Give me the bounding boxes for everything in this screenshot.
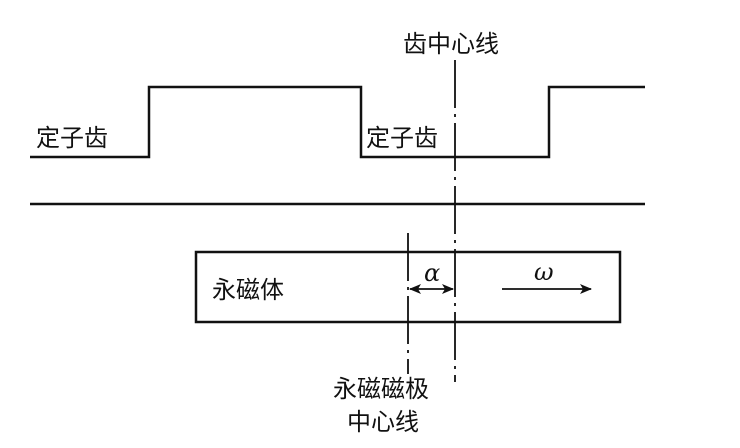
label-tooth-centerline: 齿中心线 — [403, 30, 499, 58]
label-pm-pole-centerline-line1: 永磁磁极 — [333, 375, 429, 403]
label-pm-pole-centerline-line2: 中心线 — [347, 408, 419, 436]
label-stator-tooth-right: 定子齿 — [366, 124, 438, 152]
label-omega: ω — [534, 258, 554, 286]
stator-tooth-profile — [30, 85, 645, 159]
label-permanent-magnet: 永磁体 — [212, 276, 284, 304]
label-alpha: α — [424, 259, 440, 287]
label-stator-tooth-left: 定子齿 — [36, 124, 108, 152]
